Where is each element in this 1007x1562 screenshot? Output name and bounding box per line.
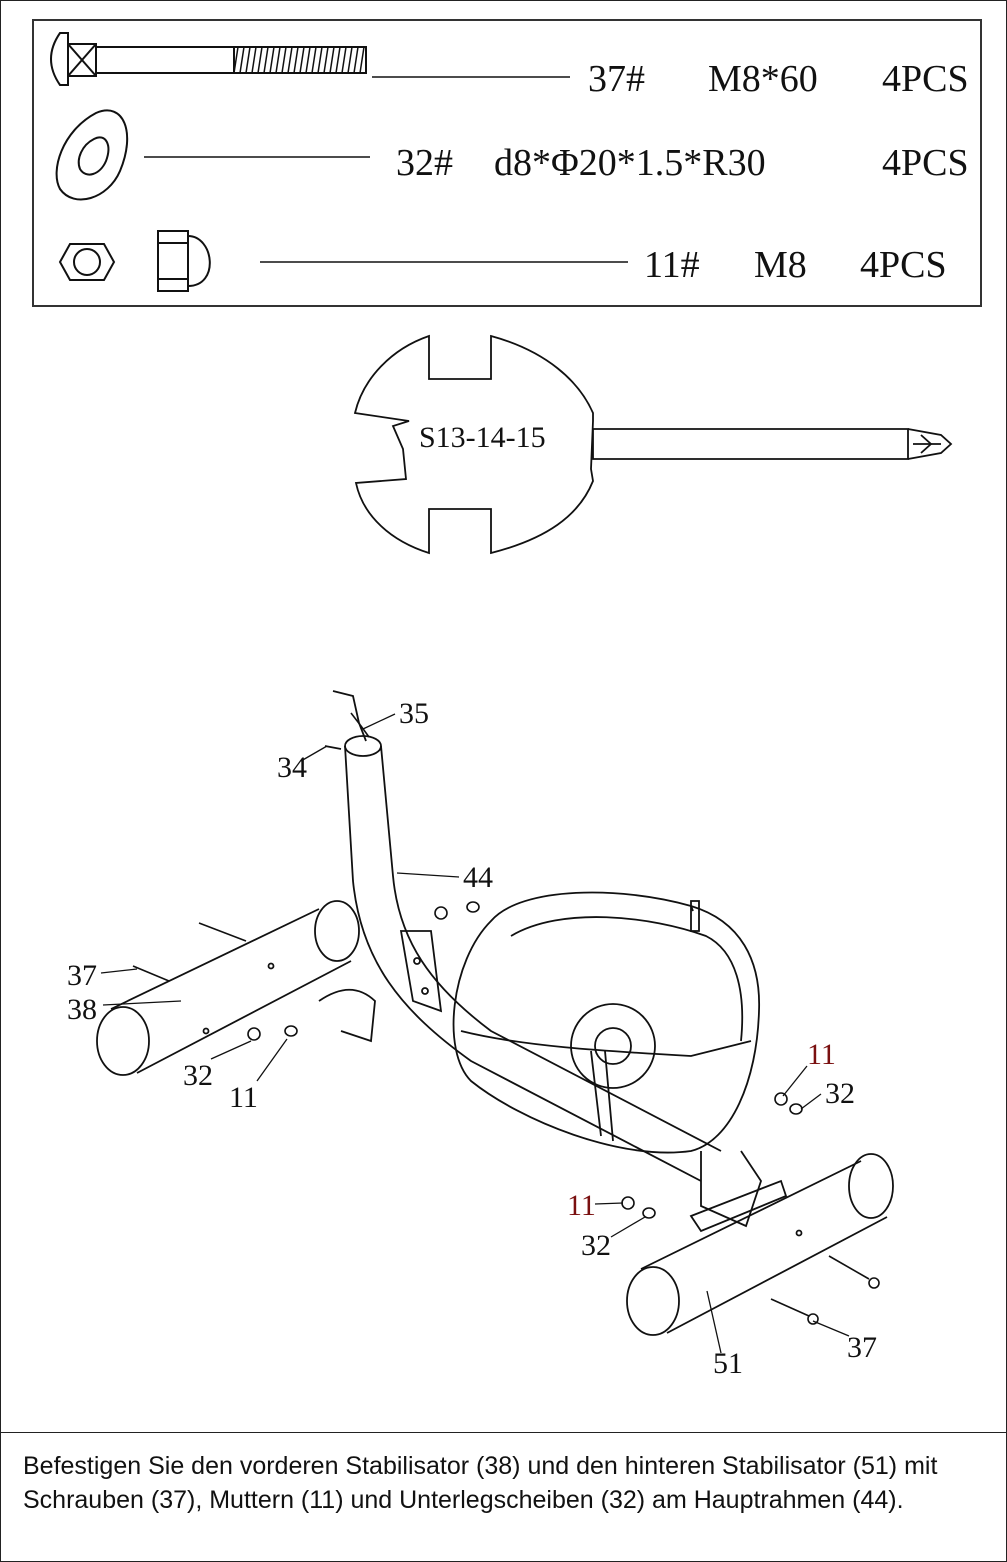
callout-32-bottom: 32	[581, 1229, 611, 1262]
part-11-number: 11#	[644, 244, 700, 286]
part-32-qty: 4PCS	[882, 142, 969, 184]
part-37-spec: M8*60	[708, 58, 818, 100]
part-37-number: 37#	[588, 58, 645, 100]
hex-nut-icon	[60, 244, 114, 280]
flywheel-housing	[454, 892, 786, 1231]
callout-34: 34	[277, 751, 307, 784]
callout-37-front: 37	[67, 959, 97, 992]
cap-nut-icon	[158, 231, 210, 291]
callout-leaders	[101, 714, 849, 1353]
callout-32-right: 32	[825, 1077, 855, 1110]
bolt-thread-icon	[234, 47, 364, 73]
tool-label: S13-14-15	[419, 421, 546, 454]
multi-wrench-screwdriver-icon	[355, 336, 951, 553]
callout-38: 38	[67, 993, 97, 1026]
parts-list-drawing: 37# M8*60 4PCS 32# d8*Φ20*1.5*R30 4PCS 1…	[34, 21, 969, 305]
part-11-spec: M8	[754, 244, 807, 286]
carriage-bolt-icon	[51, 33, 366, 85]
callout-11-bottom: 11	[567, 1189, 596, 1222]
callout-37-rear: 37	[847, 1331, 877, 1364]
instruction-caption-box: Befestigen Sie den vorderen Stabilisator…	[1, 1432, 1006, 1562]
callout-11-front: 11	[229, 1081, 258, 1114]
part-row-32: 32# d8*Φ20*1.5*R30 4PCS	[396, 142, 969, 184]
part-11-qty: 4PCS	[860, 244, 947, 286]
front-stabilizer-38	[97, 901, 375, 1075]
callout-44: 44	[463, 861, 493, 894]
part-row-11: 11# M8 4PCS	[644, 244, 947, 286]
parts-list-box: 37# M8*60 4PCS 32# d8*Φ20*1.5*R30 4PCS 1…	[32, 19, 982, 307]
part-32-number: 32#	[396, 142, 453, 184]
instruction-caption: Befestigen Sie den vorderen Stabilisator…	[23, 1452, 938, 1514]
assembly-drawing: S13-14-15	[67, 1, 1006, 1380]
part-row-37: 37# M8*60 4PCS	[588, 58, 969, 100]
part-37-qty: 4PCS	[882, 58, 969, 100]
fastener-details	[133, 713, 879, 1324]
callout-51: 51	[713, 1347, 743, 1380]
rear-stabilizer-51	[627, 1154, 893, 1335]
curved-washer-icon	[57, 110, 128, 199]
callout-32-front: 32	[183, 1059, 213, 1092]
callout-35: 35	[399, 697, 429, 730]
callout-11-right: 11	[807, 1038, 836, 1071]
main-frame-44	[325, 691, 721, 1181]
part-32-spec: d8*Φ20*1.5*R30	[494, 142, 766, 184]
